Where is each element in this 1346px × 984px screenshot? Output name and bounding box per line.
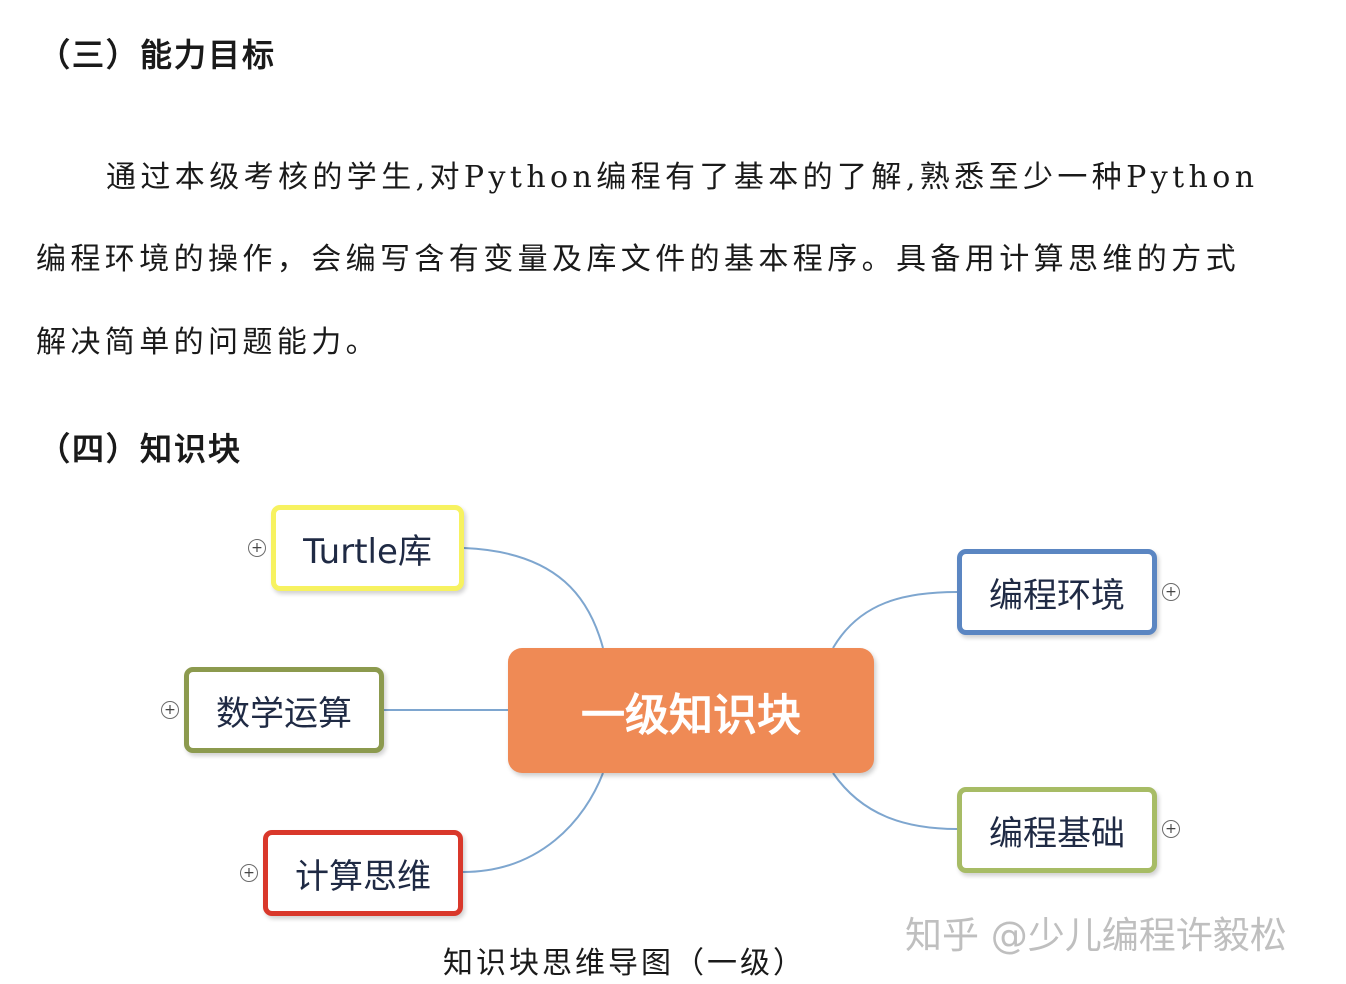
mindmap-node-programming-basics[interactable]: 编程基础 xyxy=(957,787,1157,873)
heading-knowledge-blocks: （四）知识块 xyxy=(38,430,243,468)
paragraph-line: 通过本级考核的学生,对Python编程有了基本的了解,熟悉至少一种Python xyxy=(106,160,1259,195)
mindmap-node-programming-environment[interactable]: 编程环境 xyxy=(957,549,1157,635)
expand-plus-icon[interactable]: + xyxy=(161,701,179,719)
expand-plus-icon[interactable]: + xyxy=(248,539,266,557)
heading-ability-goals: （三）能力目标 xyxy=(38,36,277,74)
figure-caption: 知识块思维导图（一级） xyxy=(443,946,806,981)
connector-base xyxy=(832,772,958,830)
mindmap-node-turtle[interactable]: Turtle库 xyxy=(271,505,464,591)
paragraph-line: 解决简单的问题能力。 xyxy=(36,325,380,360)
connector-env xyxy=(832,591,958,649)
expand-plus-icon[interactable]: + xyxy=(240,864,258,882)
connector-turtle xyxy=(463,547,604,649)
connector-think xyxy=(462,772,604,873)
paragraph-line: 编程环境的操作，会编写含有变量及库文件的基本程序。具备用计算思维的方式 xyxy=(36,242,1240,277)
expand-plus-icon[interactable]: + xyxy=(1162,583,1180,601)
watermark: 知乎 @少儿编程许毅松 xyxy=(905,914,1287,957)
expand-plus-icon[interactable]: + xyxy=(1162,820,1180,838)
mindmap-node-math-operations[interactable]: 数学运算 xyxy=(184,667,384,753)
mindmap-node-computational-thinking[interactable]: 计算思维 xyxy=(263,830,463,916)
mindmap-center-node[interactable]: 一级知识块 xyxy=(508,648,874,773)
